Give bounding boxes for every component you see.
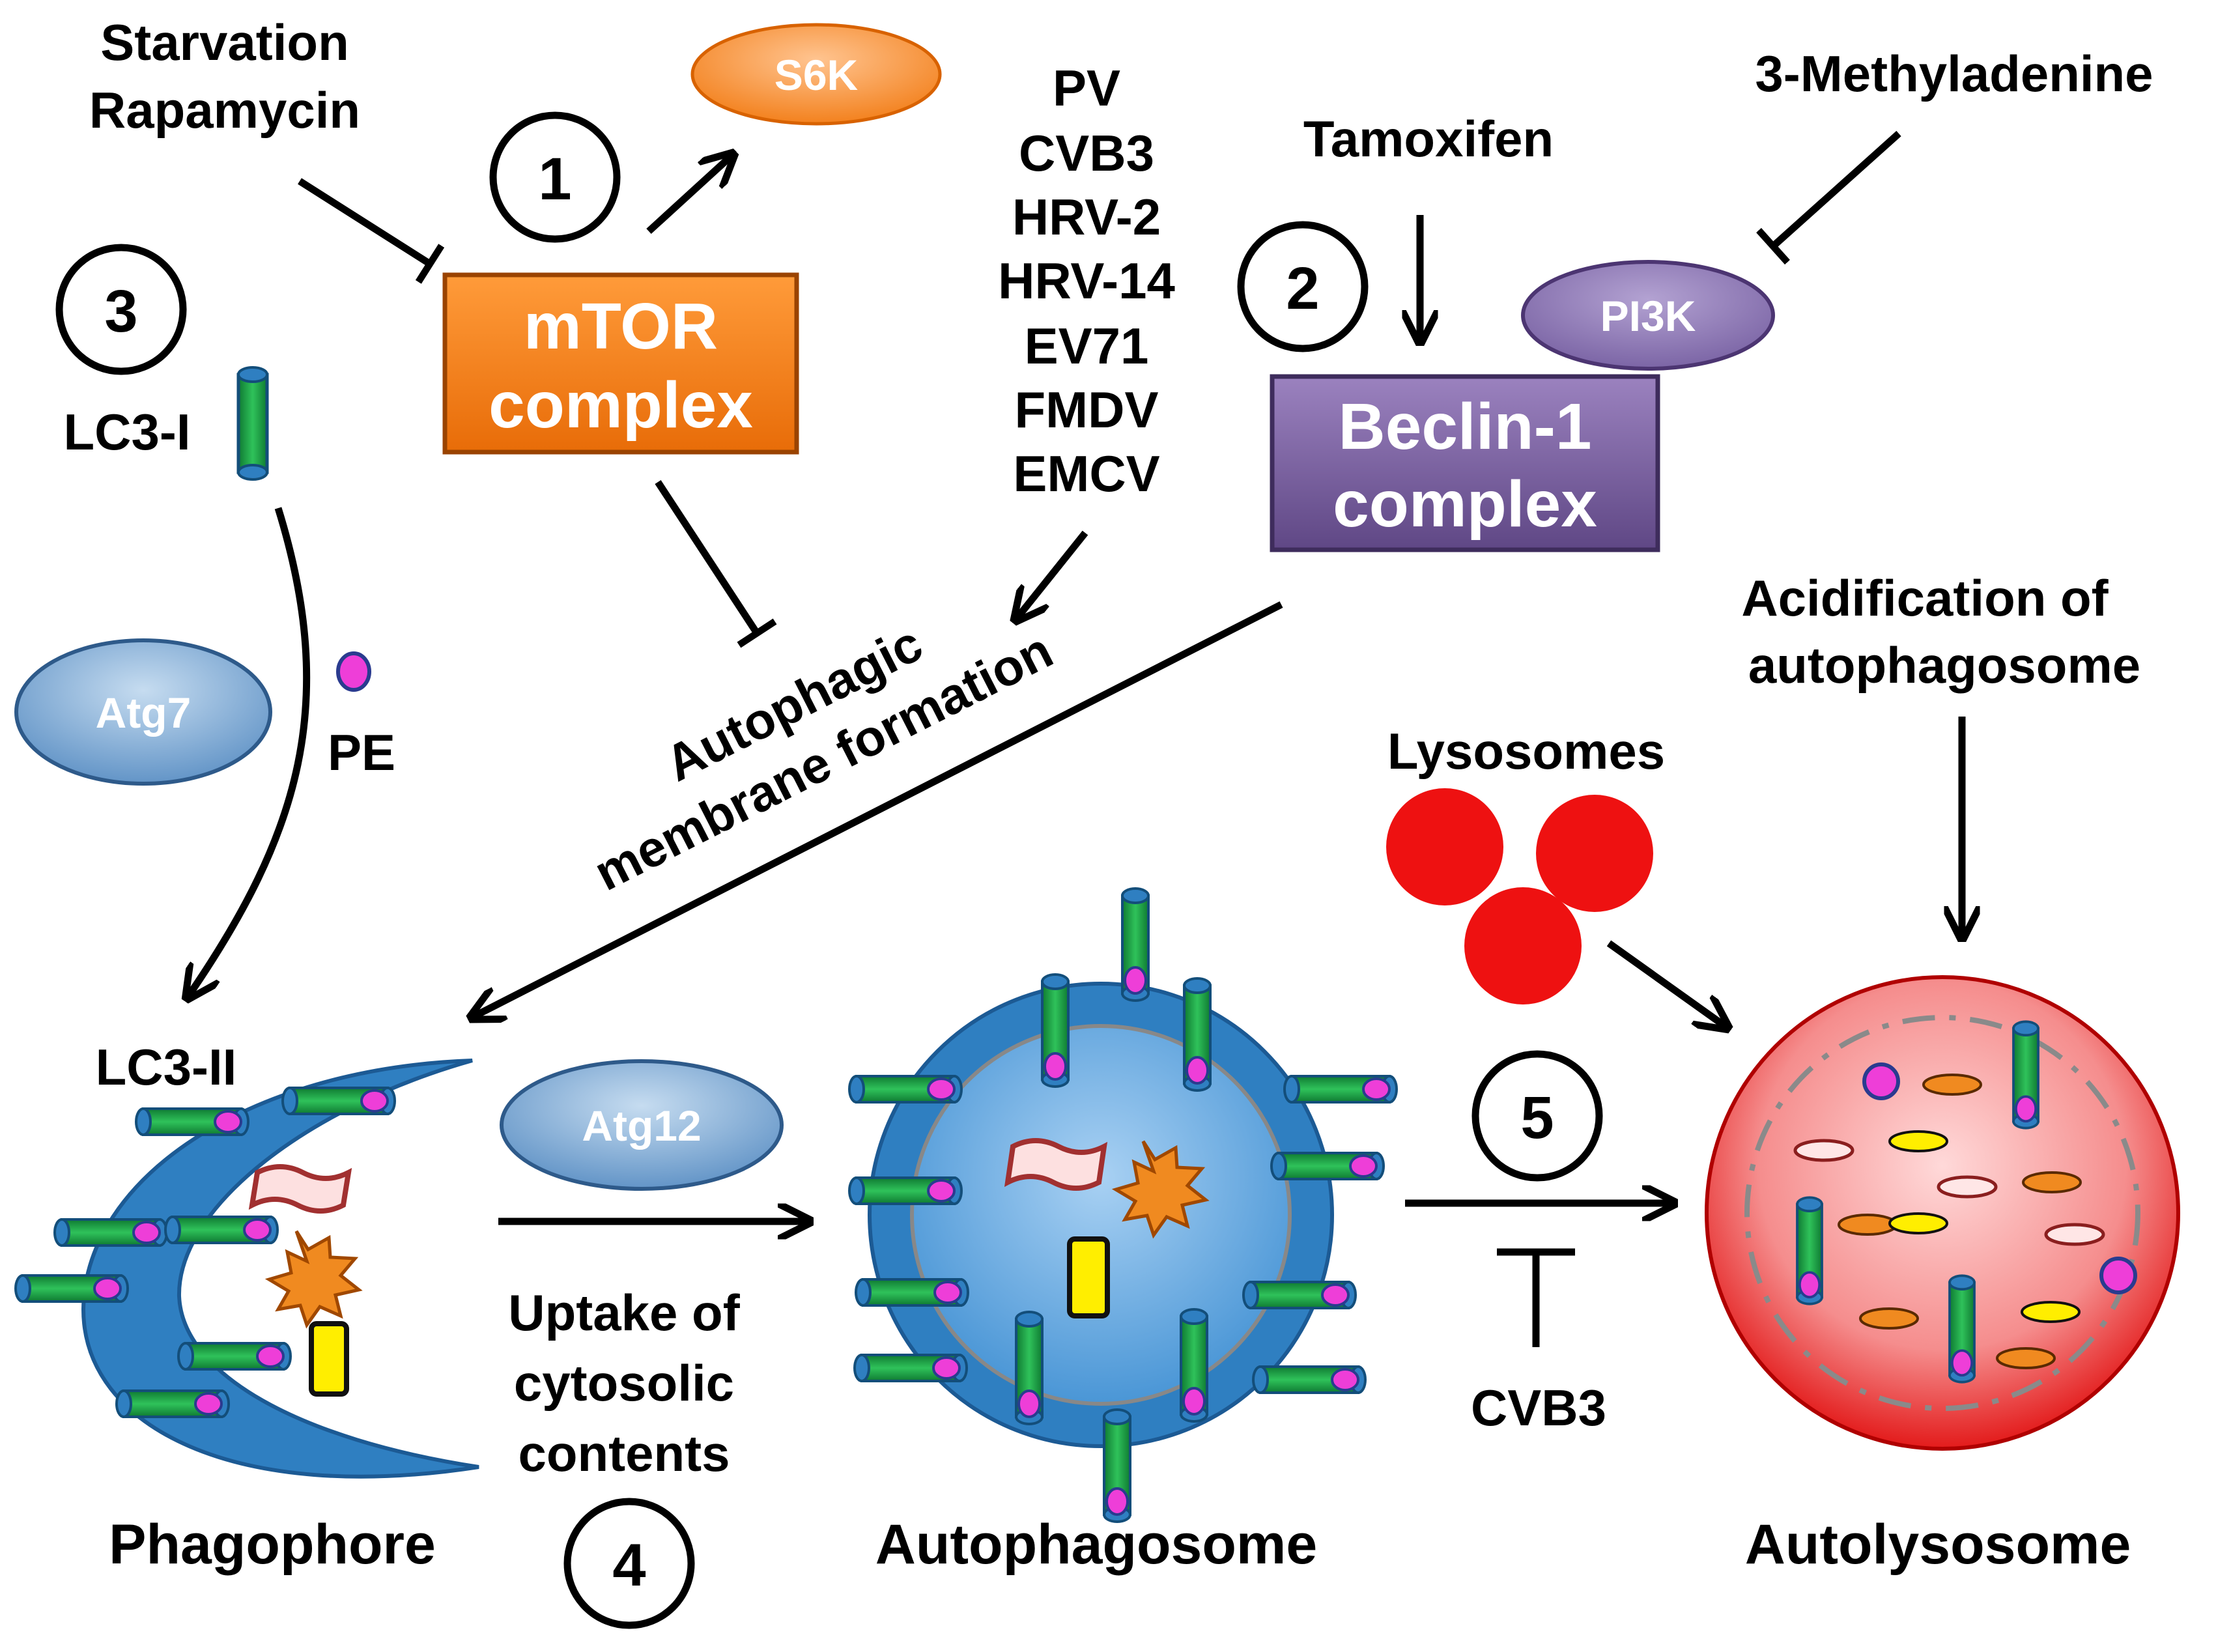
atg12-oval: Atg12 — [500, 1059, 784, 1191]
membrane-formation-label: Autophagic membrane formation — [585, 614, 1061, 902]
lysosomes-label: Lysosomes — [1387, 722, 1665, 780]
virus-ev71: EV71 — [1025, 317, 1149, 375]
virus-cvb3: CVB3 — [1019, 124, 1154, 182]
virus-fmdv: FMDV — [1015, 381, 1159, 438]
svg-text:Beclin-1: Beclin-1 — [1338, 390, 1591, 463]
methyladenine-inhibits-pi3k — [1756, 130, 1901, 265]
svg-text:5: 5 — [1520, 1085, 1554, 1151]
autophagosome-label: Autophagosome — [875, 1513, 1317, 1576]
virus-pv: PV — [1053, 59, 1120, 117]
tamoxifen-label: Tamoxifen — [1303, 110, 1554, 167]
svg-text:complex: complex — [1333, 468, 1597, 541]
atg7-oval: Atg7 — [14, 638, 272, 786]
acidification-label-1: Acidification of — [1741, 569, 2109, 627]
rapamycin-label: Rapamycin — [89, 81, 360, 139]
step-4-marker: 4 — [563, 1498, 695, 1629]
mtor-complex-box: mTOR complex — [442, 272, 799, 455]
svg-text:2: 2 — [1286, 255, 1319, 322]
svg-text:S6K: S6K — [774, 51, 859, 99]
svg-text:cytosolic: cytosolic — [514, 1354, 734, 1412]
lc3-conversion-arrow — [189, 507, 311, 995]
pi3k-oval: PI3K — [1521, 260, 1775, 371]
acidification-label-2: autophagosome — [1748, 636, 2140, 694]
step-2-marker: 2 — [1237, 221, 1369, 352]
uptake-label: Uptake of cytosolic contents — [508, 1284, 740, 1482]
svg-text:complex: complex — [489, 369, 753, 442]
lysosome-cluster — [1386, 788, 1653, 1004]
pe-label: PE — [328, 724, 395, 781]
svg-text:mTOR: mTOR — [524, 290, 718, 363]
phagophore-label: Phagophore — [109, 1513, 436, 1576]
virus-hrv2: HRV-2 — [1012, 188, 1161, 246]
cvb3-inhibition — [1497, 1248, 1575, 1347]
svg-text:4: 4 — [612, 1532, 646, 1599]
mtor-to-s6k-arrow — [646, 156, 731, 235]
phagophore-cargo — [248, 1164, 363, 1397]
mtor-inhibits-membrane-formation — [655, 479, 777, 648]
virus-list: PV CVB3 HRV-2 HRV-14 EV71 FMDV EMCV — [998, 59, 1175, 502]
beclin-1-complex-box: Beclin-1 complex — [1270, 374, 1660, 552]
step-5-marker: 5 — [1471, 1050, 1603, 1182]
methyladenine-label: 3-Methyladenine — [1755, 45, 2153, 102]
svg-text:3: 3 — [104, 278, 137, 345]
starvation-label: Starvation — [100, 14, 348, 71]
lc3-ii-label: LC3-II — [96, 1038, 237, 1096]
autophagosome-cargo — [1004, 1138, 1210, 1318]
svg-text:Atg7: Atg7 — [96, 689, 192, 737]
svg-text:Uptake of: Uptake of — [508, 1284, 740, 1341]
s6k-oval: S6K — [690, 23, 942, 126]
rapamycin-inhibits-mtor — [298, 178, 445, 284]
virus-to-membrane-arrow — [1017, 530, 1088, 618]
autolysosome-contents — [1795, 1020, 2137, 1384]
lysosomes-to-autolysosome-arrow — [1606, 940, 1725, 1026]
svg-text:contents: contents — [518, 1425, 730, 1482]
cvb3-inhibitor-label: CVB3 — [1471, 1379, 1606, 1436]
virus-hrv14: HRV-14 — [998, 252, 1175, 309]
autolysosome-label: Autolysosome — [1745, 1513, 2131, 1576]
svg-text:Atg12: Atg12 — [582, 1102, 701, 1150]
svg-text:PI3K: PI3K — [1600, 292, 1696, 340]
svg-text:1: 1 — [538, 146, 571, 212]
pe-molecule — [336, 651, 371, 692]
lc3-i-protein — [236, 366, 269, 481]
step-1-marker: 1 — [489, 111, 621, 243]
lc3-i-label: LC3-I — [64, 403, 191, 461]
beclin-to-phagophore-arrow — [474, 601, 1283, 1016]
virus-emcv: EMCV — [1013, 445, 1159, 502]
autolysosome-vesicle — [1705, 975, 2180, 1451]
step-3-marker: 3 — [55, 244, 187, 375]
